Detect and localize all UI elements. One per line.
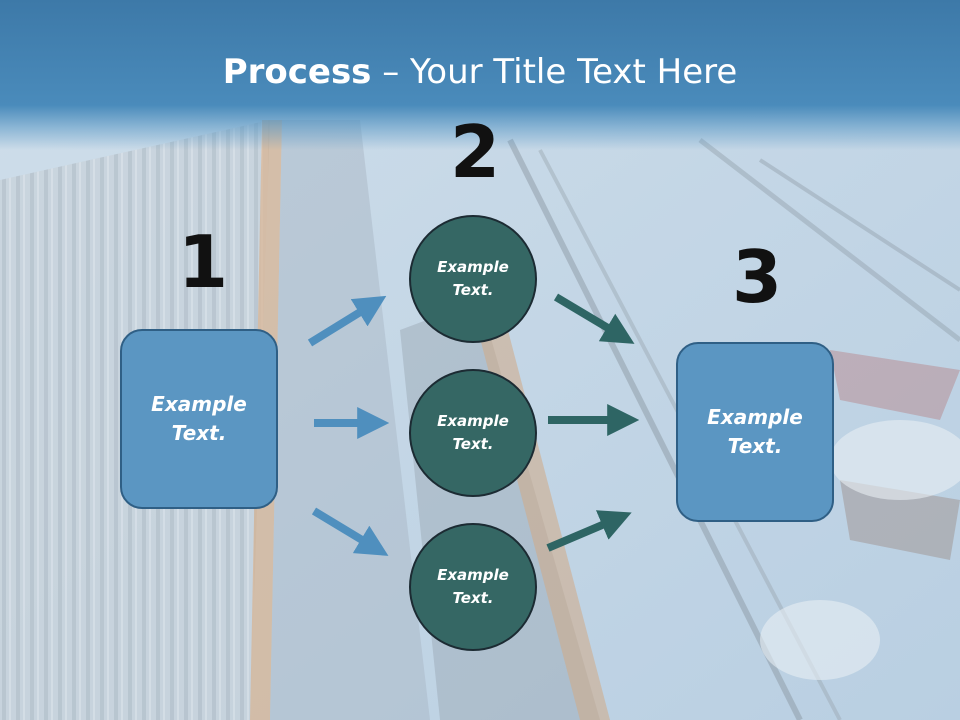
arrow-1-to-bottom <box>311 507 389 556</box>
step-box-1: Example Text. <box>120 329 278 509</box>
arrow-bottom-to-3 <box>546 510 632 552</box>
step-circle-1: Example Text. <box>409 215 537 343</box>
step-circle-2: Example Text. <box>409 369 537 497</box>
step-circle-3: Example Text. <box>409 523 537 651</box>
step-number-1: 1 <box>178 220 229 304</box>
step-box-1-label: Example Text. <box>151 392 247 445</box>
step-circle-3-label: Example Text. <box>437 566 509 607</box>
arrow-1-to-top <box>307 295 387 347</box>
step-number-3: 3 <box>732 235 783 319</box>
step-box-3: Example Text. <box>676 342 834 522</box>
title-bold: Process <box>222 52 372 92</box>
arrow-top-to-3 <box>553 293 635 344</box>
step-circle-1-label: Example Text. <box>437 258 509 299</box>
step-number-2: 2 <box>450 110 501 194</box>
title-bar <box>0 0 960 150</box>
slide-title: Process – Your Title Text Here <box>0 52 960 92</box>
step-circle-2-label: Example Text. <box>437 412 509 453</box>
title-rest: – Your Title Text Here <box>371 52 738 92</box>
step-box-3-label: Example Text. <box>707 405 803 458</box>
